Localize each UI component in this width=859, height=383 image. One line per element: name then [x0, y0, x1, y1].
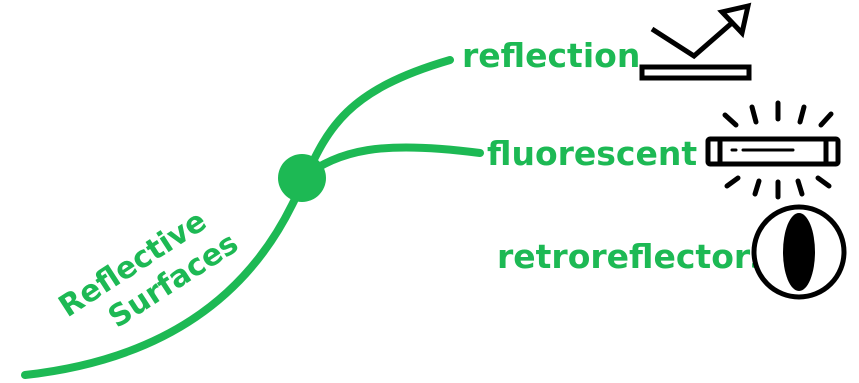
- cat-eye-icon: [751, 204, 847, 300]
- junction-node: [278, 154, 326, 202]
- branch-label-retroreflectors: retroreflectors: [497, 237, 770, 276]
- branch-label-fluorescent: fluorescent: [487, 134, 697, 173]
- branch-label-reflection: reflection: [462, 36, 640, 75]
- fluorescent-tube-icon: [705, 100, 841, 200]
- root-label: Reflective Surfaces: [53, 204, 245, 336]
- reflection-arrow-icon: [639, 2, 752, 81]
- fluorescent-branch-line: [298, 143, 484, 182]
- main-branch-line: [21, 56, 454, 379]
